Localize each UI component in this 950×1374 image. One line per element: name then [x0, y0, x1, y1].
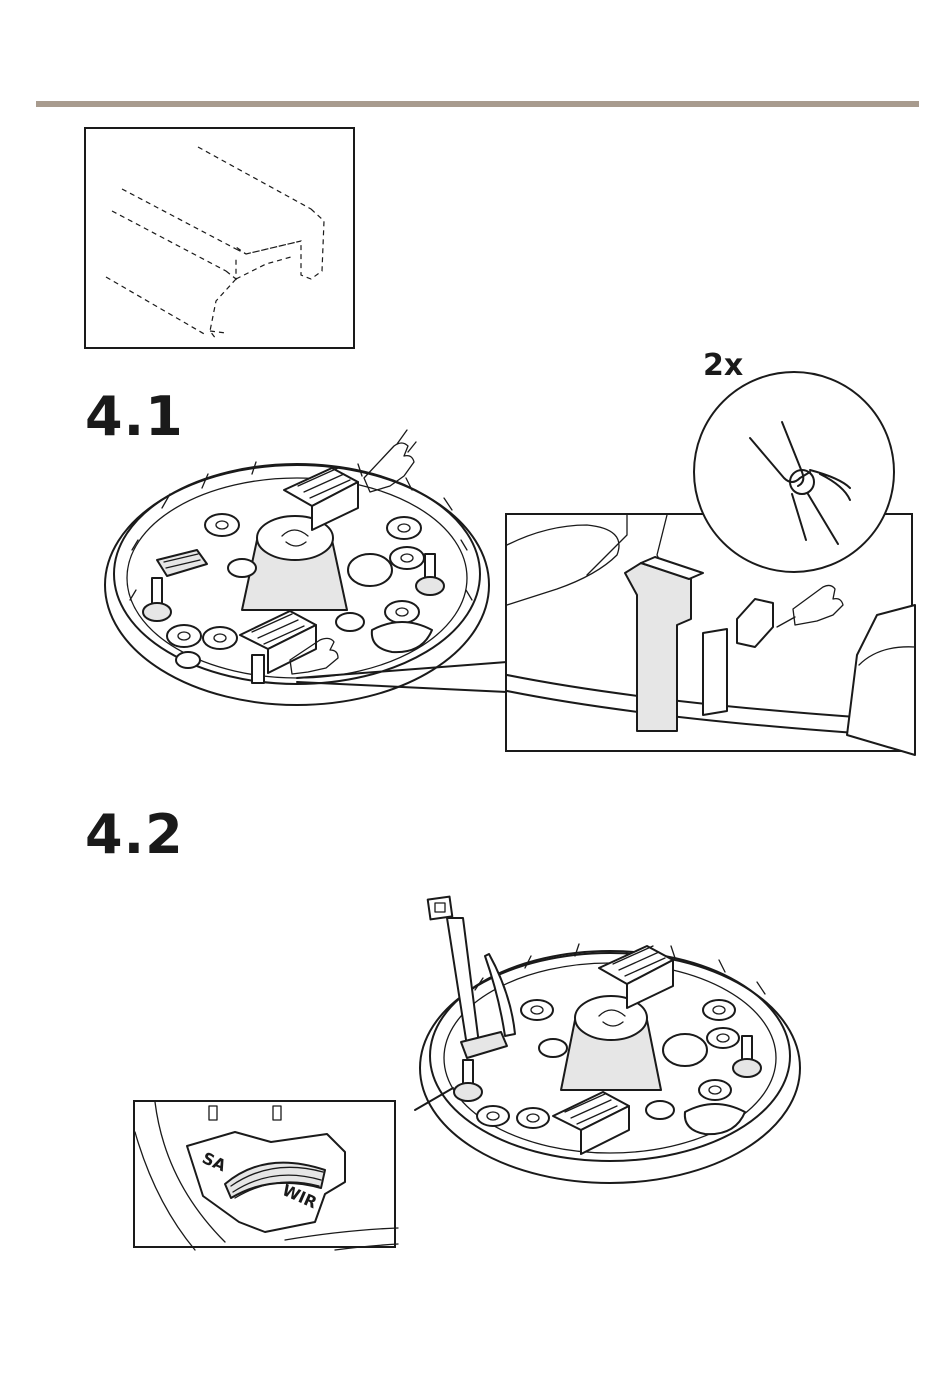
header-rule	[36, 101, 919, 107]
cutter-tool-callout	[692, 370, 902, 580]
detail-inset-4-2: SA WIR	[133, 1100, 396, 1248]
mounting-rail-frame	[84, 127, 355, 349]
camera-base-plate-illustration	[102, 450, 502, 720]
step-label-4-2: 4.2	[85, 808, 184, 862]
camera-base-with-cable-tie	[415, 890, 815, 1190]
dashed-rail-drawing	[86, 129, 357, 351]
step-label-4-1: 4.1	[85, 390, 184, 444]
cable-tie-detail: SA WIR	[135, 1102, 398, 1250]
